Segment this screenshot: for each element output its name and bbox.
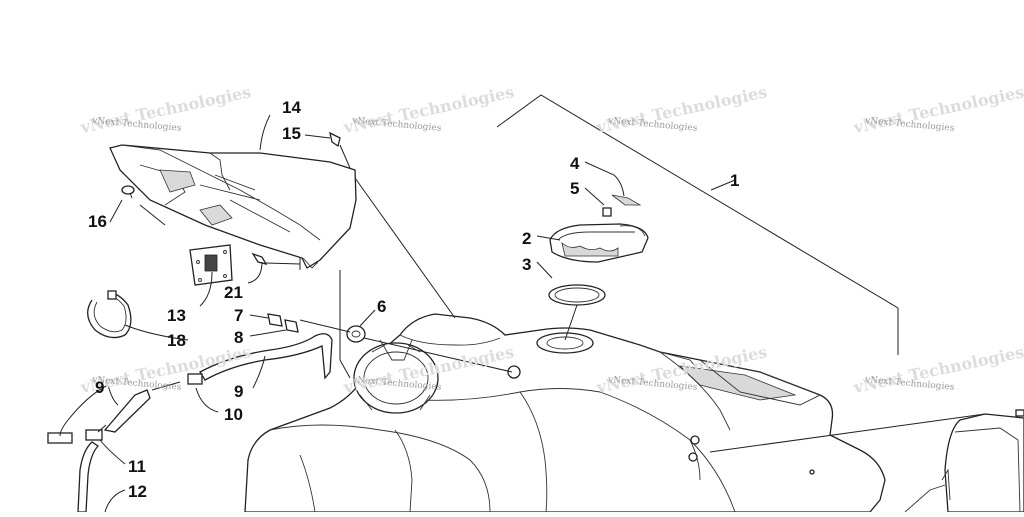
callout-8: 8 [234, 328, 243, 347]
fuel-cap-assembly [548, 194, 649, 341]
callout-7: 7 [234, 306, 243, 325]
callout-10: 10 [224, 405, 243, 424]
callout-9-upper: 9 [95, 378, 104, 397]
callout-11: 11 [128, 457, 146, 476]
part-14-side-panel [109, 144, 357, 270]
callout-1: 1 [730, 171, 739, 190]
assembly-bracket-1 [496, 94, 899, 355]
fuel-pump-ring [353, 339, 439, 414]
callout-18: 18 [167, 331, 186, 350]
callout-14: 14 [282, 98, 301, 117]
part-15-screw [329, 131, 351, 169]
fuel-tank [244, 313, 886, 513]
callout-9-lower: 9 [234, 382, 243, 401]
part-13-latch-plate [189, 244, 233, 286]
parts-7-8-fitting [267, 313, 299, 333]
callout-6: 6 [377, 297, 386, 316]
part-6-grommet [299, 319, 513, 373]
callout-5: 5 [570, 179, 579, 198]
part-21-screw [251, 252, 301, 266]
callout-15: 15 [282, 124, 301, 143]
right-side-panel [709, 409, 1024, 513]
part-16-screw [121, 185, 166, 226]
callout-16: 16 [88, 212, 107, 231]
leader-lines [59, 114, 625, 513]
callout-4: 4 [570, 154, 580, 173]
callout-3: 3 [522, 255, 531, 274]
part-18-clamp [87, 290, 132, 339]
callout-12: 12 [128, 482, 147, 501]
callout-labels: 1 2 3 4 5 6 7 8 9 9 10 11 12 13 14 15 16… [88, 98, 739, 501]
callout-13: 13 [167, 306, 186, 325]
fuel-hoses [47, 333, 333, 513]
callout-21: 21 [224, 283, 243, 302]
callout-2: 2 [522, 229, 531, 248]
